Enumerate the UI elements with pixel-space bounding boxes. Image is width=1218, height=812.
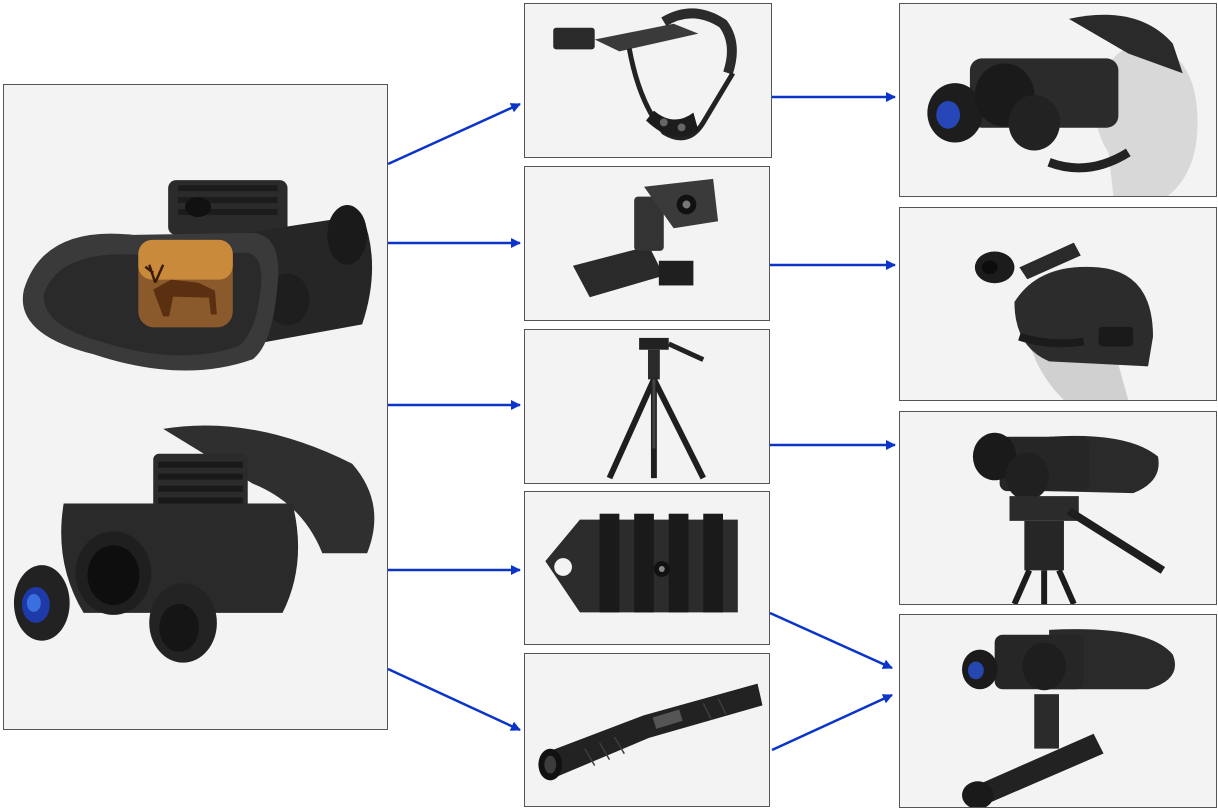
source-panel-binocular [3,84,388,730]
helmet-adapter-icon [572,178,719,298]
result-panel-head-mount [899,3,1217,197]
binocular-rear-view [22,180,373,371]
helmet-mannequin-icon [974,242,1154,400]
head-strap-icon [553,8,737,141]
mannequin-head-icon [927,14,1198,196]
arrow-flashlight-to-result [771,693,893,752]
flashlight-icon [538,683,763,781]
accessory-panel-picatinny-rail [524,491,770,645]
arrow-picatinny-rail-to-result [769,611,893,670]
arrow-source-to-head-mount-strap [387,102,521,166]
accessory-panel-flashlight [524,653,770,807]
binocular-icon [13,180,375,663]
result-panel-tripod [899,411,1217,605]
binocular-flashlight-icon [962,629,1176,807]
accessory-panel-tripod [524,329,770,484]
arrow-source-to-flashlight [387,667,521,732]
rail-mount-icon [545,513,738,613]
accessory-panel-head-mount-strap [524,3,772,158]
result-panel-helmet [899,207,1217,401]
tripod-icon [606,337,706,480]
result-panel-flashlight [899,614,1217,808]
binocular-front-view [13,425,375,663]
accessory-panel-helmet-mount-adapter [524,166,770,321]
tripod-binocular-icon [972,432,1166,604]
